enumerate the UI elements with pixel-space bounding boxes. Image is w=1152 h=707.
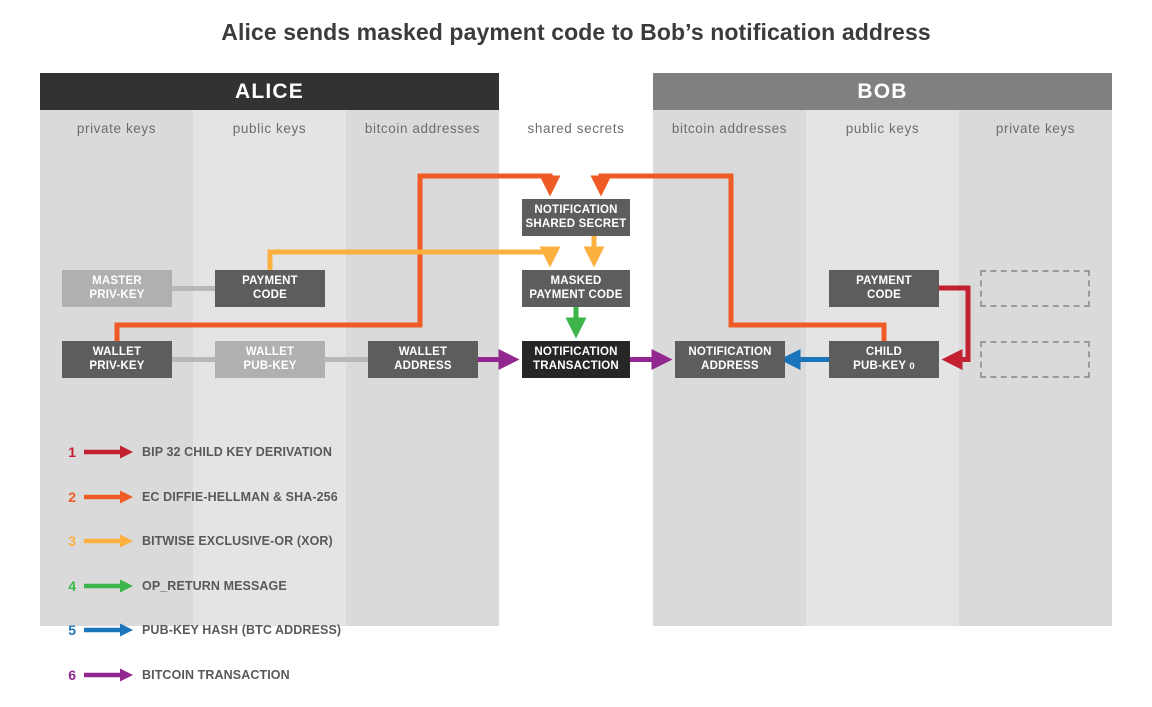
wire-wallet-priv-to-wallet-pub (172, 357, 215, 362)
banner-alice: ALICE (40, 73, 499, 110)
node-label-line2: ADDRESS (394, 359, 452, 372)
node-label-line1: PAYMENT (242, 275, 298, 287)
node-label-line1: WALLET (92, 346, 142, 358)
node-label-line2: CODE (866, 288, 902, 301)
column-header-shared-secrets: shared secrets (527, 121, 625, 136)
node-label-line1: CHILD (865, 346, 903, 358)
legend-arrow-icon (84, 529, 134, 553)
node-label-line1: MASTER (92, 275, 142, 287)
column-header-alice-bitcoin-addresses: bitcoin addresses (364, 121, 481, 136)
legend-item: 5 PUB-KEY HASH (BTC ADDRESS) (62, 618, 392, 642)
legend-number: 2 (68, 488, 76, 505)
node-label-line1: NOTIFICATION (534, 204, 618, 216)
node-label-line1: NOTIFICATION (534, 346, 618, 358)
node-label-line2: PRIV-KEY (89, 359, 145, 372)
banner-bob: BOB (653, 73, 1112, 110)
node-label-index: 0 (909, 360, 915, 372)
legend-label: EC DIFFIE-HELLMAN & SHA-256 (142, 489, 338, 504)
legend-item: 6 BITCOIN TRANSACTION (62, 663, 392, 687)
legend-number: 3 (68, 533, 76, 549)
node-label-line2: SHARED SECRET (525, 217, 627, 230)
page-title: Alice sends masked payment code to Bob’s… (221, 19, 931, 45)
node-label-line2: CODE (252, 288, 288, 301)
legend-label: BIP 32 CHILD KEY DERIVATION (142, 445, 333, 459)
legend-item: 2 EC DIFFIE-HELLMAN & SHA-256 (62, 485, 392, 509)
legend-label: BITCOIN TRANSACTION (142, 667, 290, 682)
legend-item: 3 BITWISE EXCLUSIVE-OR (XOR) (62, 529, 392, 553)
column-header-alice-private-keys: private keys (76, 121, 157, 136)
node-label-line1: PAYMENT (856, 275, 912, 287)
node-label-line2: PRIV-KEY (89, 288, 145, 301)
node-label-line1: WALLET (245, 346, 295, 358)
column-header-bob-bitcoin-addresses: bitcoin addresses (671, 121, 788, 136)
legend-item: 4 OP_RETURN MESSAGE (62, 574, 392, 598)
column-band-bob-private-keys (959, 110, 1112, 626)
legend-arrow-icon (84, 440, 134, 464)
legend-arrow-icon (84, 663, 134, 687)
node-label-line2: PUB-KEY (243, 359, 297, 372)
legend-number: 5 (68, 622, 76, 638)
node-label-line2: ADDRESS (701, 359, 759, 372)
legend-number: 1 (68, 444, 76, 460)
node-label-line1: MASKED (550, 275, 602, 287)
legend-item: 1 BIP 32 CHILD KEY DERIVATION (62, 440, 392, 464)
legend: 1 BIP 32 CHILD KEY DERIVATION 2 EC DIFFIE-H… (62, 440, 392, 707)
column-header-bob-private-keys: private keys (995, 121, 1076, 136)
node-label-line2: PUB-KEY 0 (853, 359, 915, 372)
node-ghost-bottom (980, 341, 1090, 378)
legend-label: OP_RETURN MESSAGE (142, 578, 287, 593)
diagram-canvas: ALICE BOB private keys public keys bitcoin… (40, 19, 1112, 683)
node-label-line2: TRANSACTION (533, 359, 619, 372)
column-header-alice-public-keys: public keys (232, 121, 307, 136)
legend-arrow-icon (84, 485, 134, 509)
wire-master-to-payment-code (172, 286, 215, 291)
legend-number: 4 (68, 577, 76, 594)
legend-number: 6 (68, 666, 76, 683)
node-ghost-top (980, 270, 1090, 307)
node-label-line1: WALLET (398, 346, 448, 358)
legend-arrow-icon (84, 618, 134, 642)
node-label-line1: NOTIFICATION (688, 346, 772, 358)
legend-label: PUB-KEY HASH (BTC ADDRESS) (142, 623, 342, 637)
node-label-line2: PAYMENT CODE (529, 288, 623, 301)
legend-arrow-icon (84, 574, 134, 598)
wire-wallet-pub-to-wallet-address (325, 357, 368, 362)
column-header-bob-public-keys: public keys (845, 121, 920, 136)
legend-label: BITWISE EXCLUSIVE-OR (XOR) (142, 534, 333, 548)
